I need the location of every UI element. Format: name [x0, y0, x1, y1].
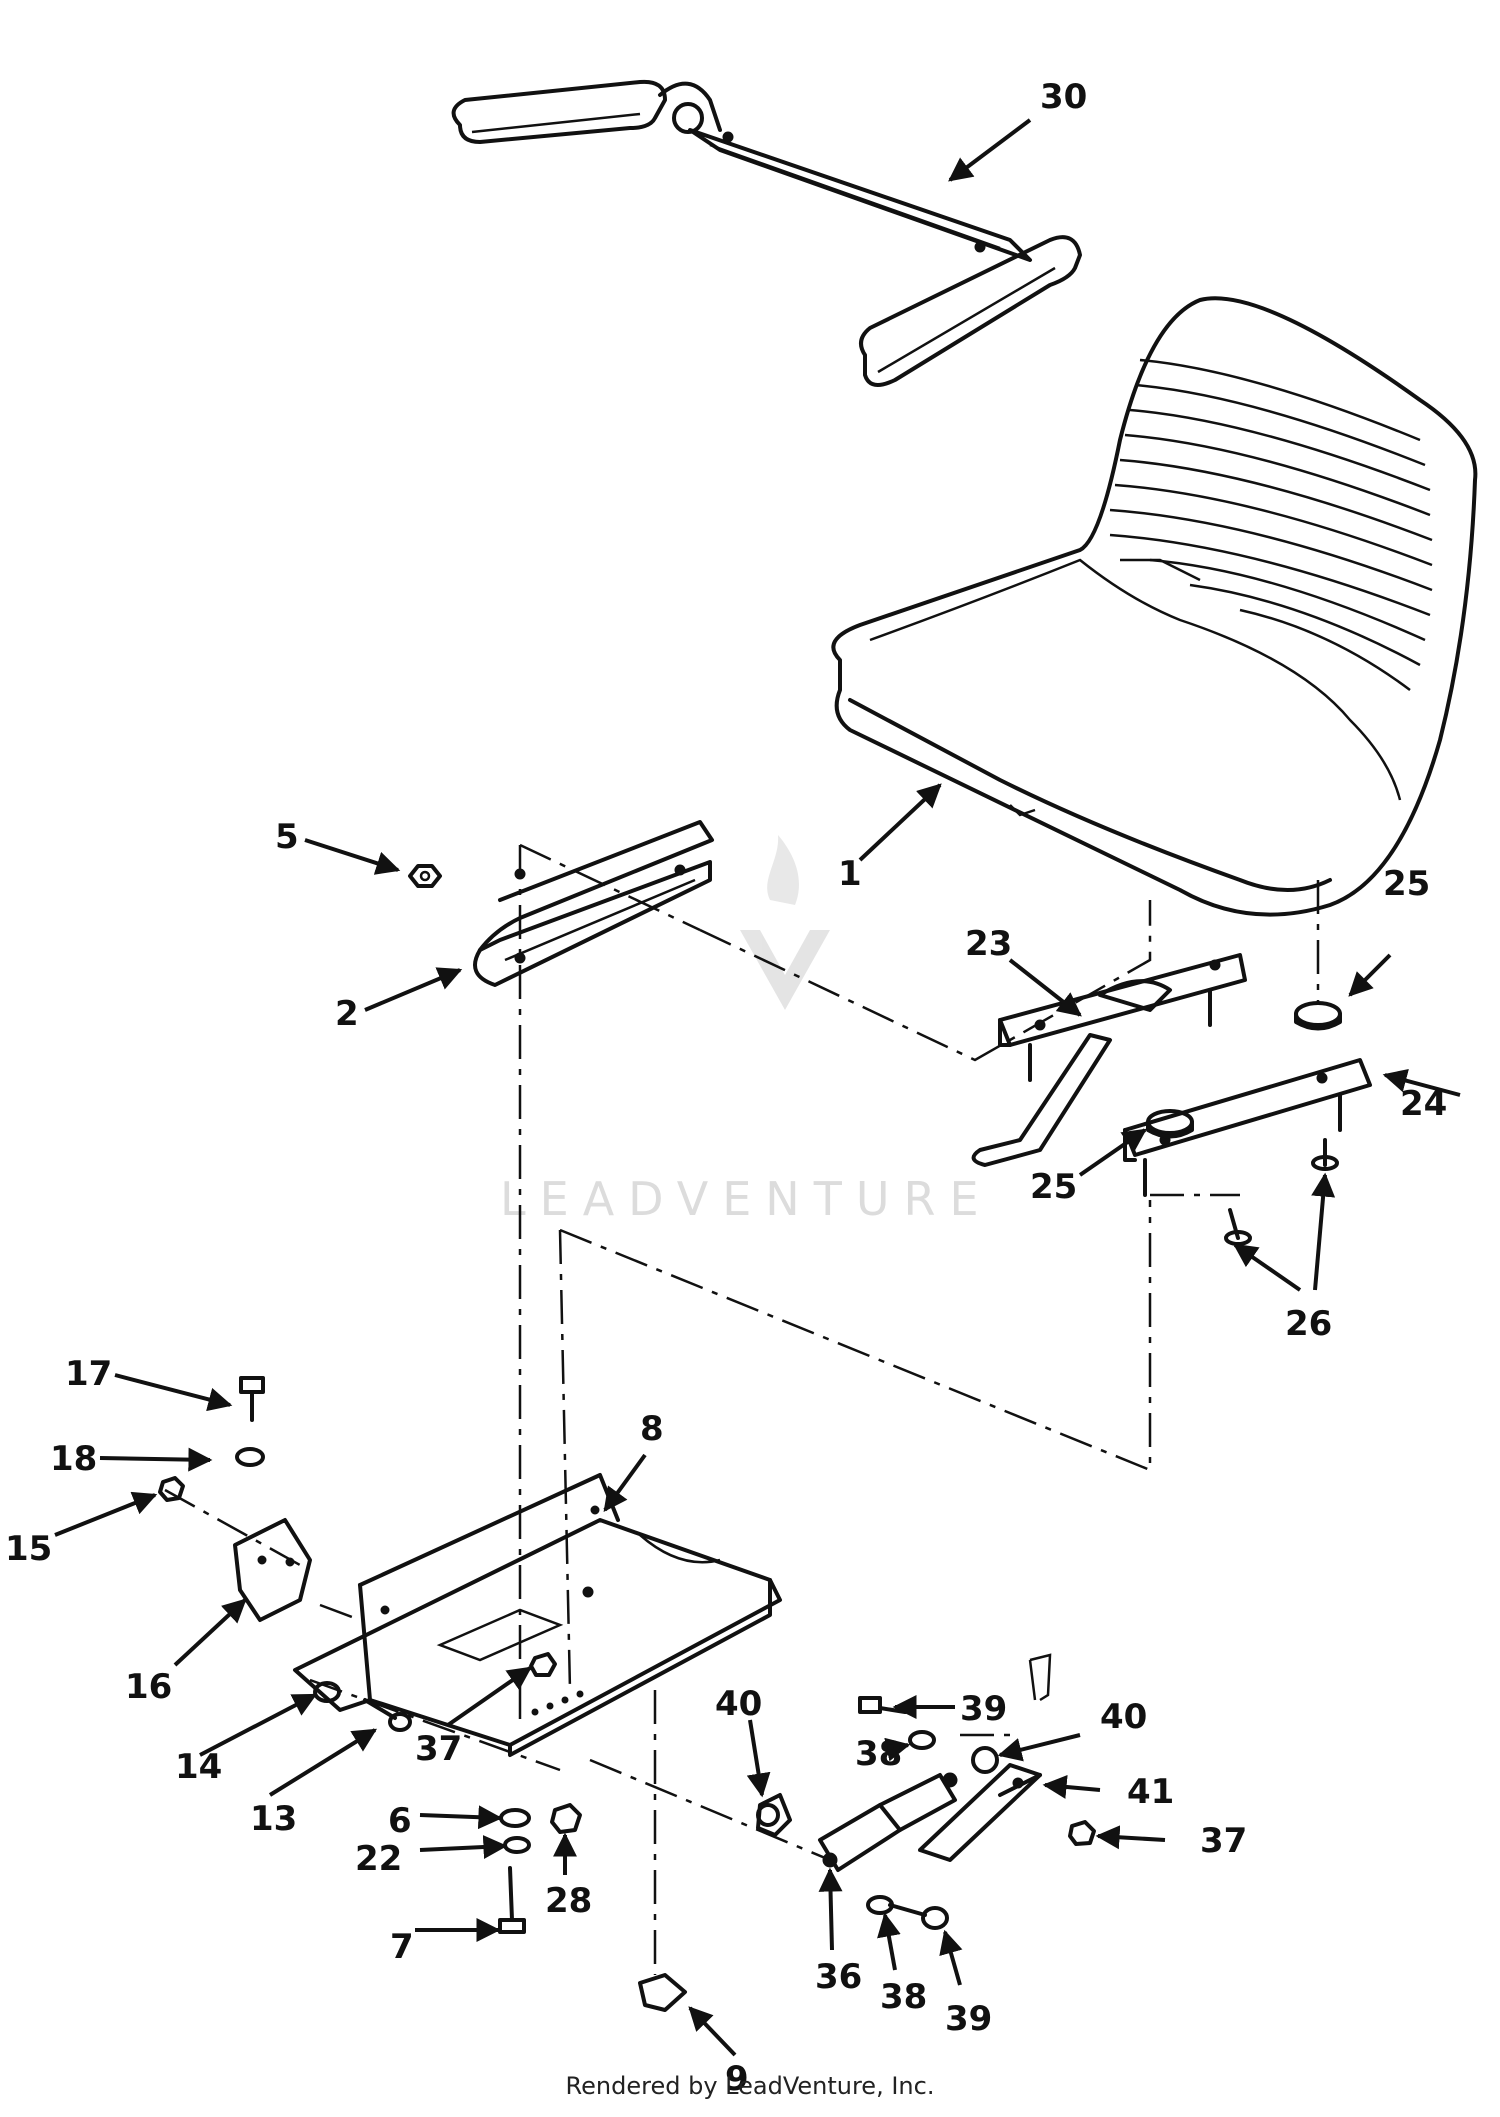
- bolt-39-bottom: [888, 1903, 949, 1930]
- seat-hinge-bracket: [473, 820, 714, 987]
- callout-28: 28: [545, 1881, 592, 1921]
- callout-15: 15: [5, 1529, 52, 1569]
- callout-7: 7: [390, 1927, 414, 1967]
- callout-2: 2: [335, 994, 359, 1034]
- callout-37-shock: 37: [1200, 1821, 1247, 1861]
- bolt-26-right: [1311, 1138, 1339, 1171]
- footer-credit: Rendered by LeadVenture, Inc.: [565, 2072, 935, 2100]
- spacer-25-top: [1294, 1001, 1342, 1031]
- spacer-14: [313, 1681, 341, 1703]
- nut-37-shock: [1068, 1820, 1096, 1846]
- washer-18: [235, 1447, 265, 1467]
- spacer-25-bottom: [1146, 1109, 1194, 1139]
- callout-37-plate: 37: [415, 1729, 462, 1769]
- washer-38-top: [908, 1730, 936, 1750]
- callout-labels: 30 1 5 2 23 25 25 24 26 17 18 15 8 16 37…: [5, 77, 1447, 2099]
- bushing-40-right: [971, 1746, 999, 1774]
- cap-9: [638, 1973, 687, 2012]
- callout-17: 17: [65, 1354, 112, 1394]
- callout-38-top: 38: [855, 1734, 902, 1774]
- spring-pin-icon: [1028, 1653, 1052, 1702]
- leader-arrows: [54, 118, 1461, 2057]
- callout-9: 9: [725, 2059, 749, 2099]
- bracket-41: [918, 1763, 1042, 1862]
- callout-22: 22: [355, 1839, 402, 1879]
- callout-36: 36: [815, 1957, 862, 1997]
- nut-37-plate: [529, 1652, 557, 1677]
- callout-5: 5: [275, 817, 299, 857]
- callout-25-bottom: 25: [1030, 1167, 1077, 1207]
- seat-slide-lever: [971, 953, 1247, 1167]
- callout-6: 6: [388, 1801, 412, 1841]
- bolt-13: [363, 1698, 412, 1732]
- bolt-26-left: [1224, 1208, 1252, 1246]
- washer-6: [499, 1808, 531, 1828]
- callout-41: 41: [1127, 1772, 1174, 1812]
- bolt-17: [239, 1376, 265, 1422]
- callout-40-right: 40: [1100, 1697, 1147, 1737]
- bolt-7: [498, 1866, 526, 1934]
- callout-18: 18: [50, 1439, 97, 1479]
- callout-40-left: 40: [715, 1684, 762, 1724]
- callout-16: 16: [125, 1667, 172, 1707]
- lockwasher-22: [503, 1836, 531, 1854]
- callout-30: 30: [1040, 77, 1087, 117]
- armrest-assembly: [451, 79, 1082, 387]
- callout-39-bottom: 39: [945, 1999, 992, 2039]
- seat-mounting-plate: [293, 1473, 782, 1757]
- nut-28: [550, 1803, 582, 1834]
- seat-slide-rail: [1123, 1058, 1372, 1197]
- callout-23: 23: [965, 924, 1012, 964]
- callout-14: 14: [175, 1747, 222, 1787]
- seat: [831, 296, 1478, 917]
- callout-25-top: 25: [1383, 864, 1430, 904]
- callout-8: 8: [640, 1409, 664, 1449]
- callout-39-top: 39: [960, 1689, 1007, 1729]
- bushing-40-left: [756, 1793, 792, 1837]
- nut-5: [408, 864, 442, 888]
- callout-38-bottom: 38: [880, 1977, 927, 2017]
- callout-13: 13: [250, 1799, 297, 1839]
- callout-26: 26: [1285, 1304, 1332, 1344]
- watermark-text: LEADVENTURE: [500, 1172, 993, 1226]
- callout-24: 24: [1400, 1084, 1447, 1124]
- callout-1: 1: [838, 854, 862, 894]
- watermark-logo: [740, 835, 830, 1010]
